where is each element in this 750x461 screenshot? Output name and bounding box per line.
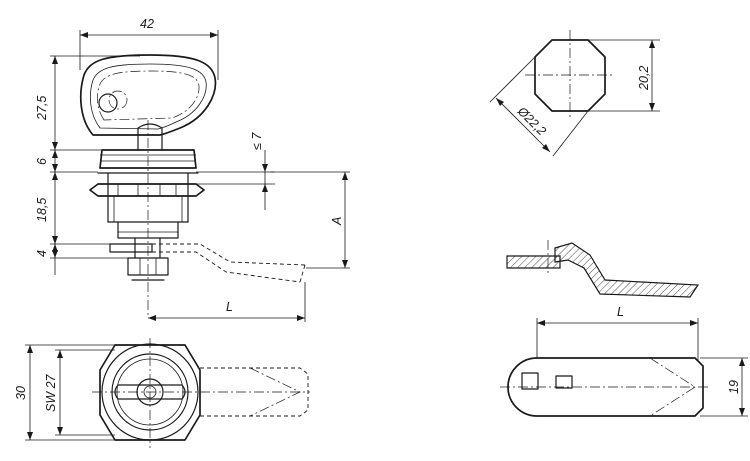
dim-a: A	[270, 171, 350, 269]
dim-front-heights: 30 SW 27	[14, 344, 115, 441]
cam-section-bent	[554, 242, 700, 298]
dim-label-18-5: 18,5	[35, 198, 49, 222]
key-hole	[98, 93, 118, 113]
cam-plate	[109, 243, 153, 253]
octagon-view	[525, 30, 615, 120]
dim-label-l-cam: L	[617, 305, 624, 319]
dim-vertical-left: 27,5 6 18,5 4	[35, 55, 140, 275]
side-view	[79, 54, 306, 318]
cam-dashed-lower	[152, 251, 301, 283]
dim-label-max-7: ≤ 7	[250, 132, 264, 150]
cam-square-hole-2	[555, 375, 573, 389]
dim-label-30: 30	[14, 386, 28, 400]
key-head-inner	[89, 63, 207, 130]
key-head-phantom	[97, 70, 200, 121]
dim-label-42: 42	[140, 17, 154, 31]
dim-max-7: ≤ 7	[196, 132, 275, 210]
dim-octagon-diameter: Ø22,2	[489, 56, 589, 157]
bottom-nut	[127, 257, 169, 276]
dim-label-20-2: 20,2	[637, 66, 651, 91]
front-key-bit	[114, 384, 186, 400]
front-view	[92, 338, 310, 448]
dim-width-42: 42	[79, 17, 219, 80]
dim-label-19: 19	[727, 380, 741, 394]
dim-l-side: L	[148, 282, 306, 322]
dim-label-27-5: 27,5	[35, 96, 49, 121]
cam-section-view	[506, 240, 700, 298]
cam-top-outline	[507, 357, 704, 417]
key-head-outline	[79, 54, 217, 136]
flange-collar	[99, 149, 197, 169]
dim-label-4: 4	[35, 250, 49, 257]
cam-section-left	[506, 255, 561, 269]
key-stem	[137, 123, 163, 135]
dim-label-6: 6	[35, 158, 49, 165]
cam-dashed-tip	[299, 264, 306, 283]
cam-top-view	[500, 357, 710, 417]
dim-label-a: A	[330, 217, 344, 226]
dim-label-l-side: L	[226, 300, 233, 314]
dim-label-sw-27: SW 27	[44, 373, 58, 412]
hex-nut	[89, 183, 205, 197]
key-hole-phantom	[108, 90, 128, 110]
dim-cam-l: L	[536, 305, 699, 360]
cam-square-hole-1	[521, 372, 539, 390]
dim-cam-19: 19	[700, 357, 748, 417]
dim-octagon-20-2: 20,2	[588, 39, 660, 112]
cam-dashed-upper	[152, 243, 306, 266]
